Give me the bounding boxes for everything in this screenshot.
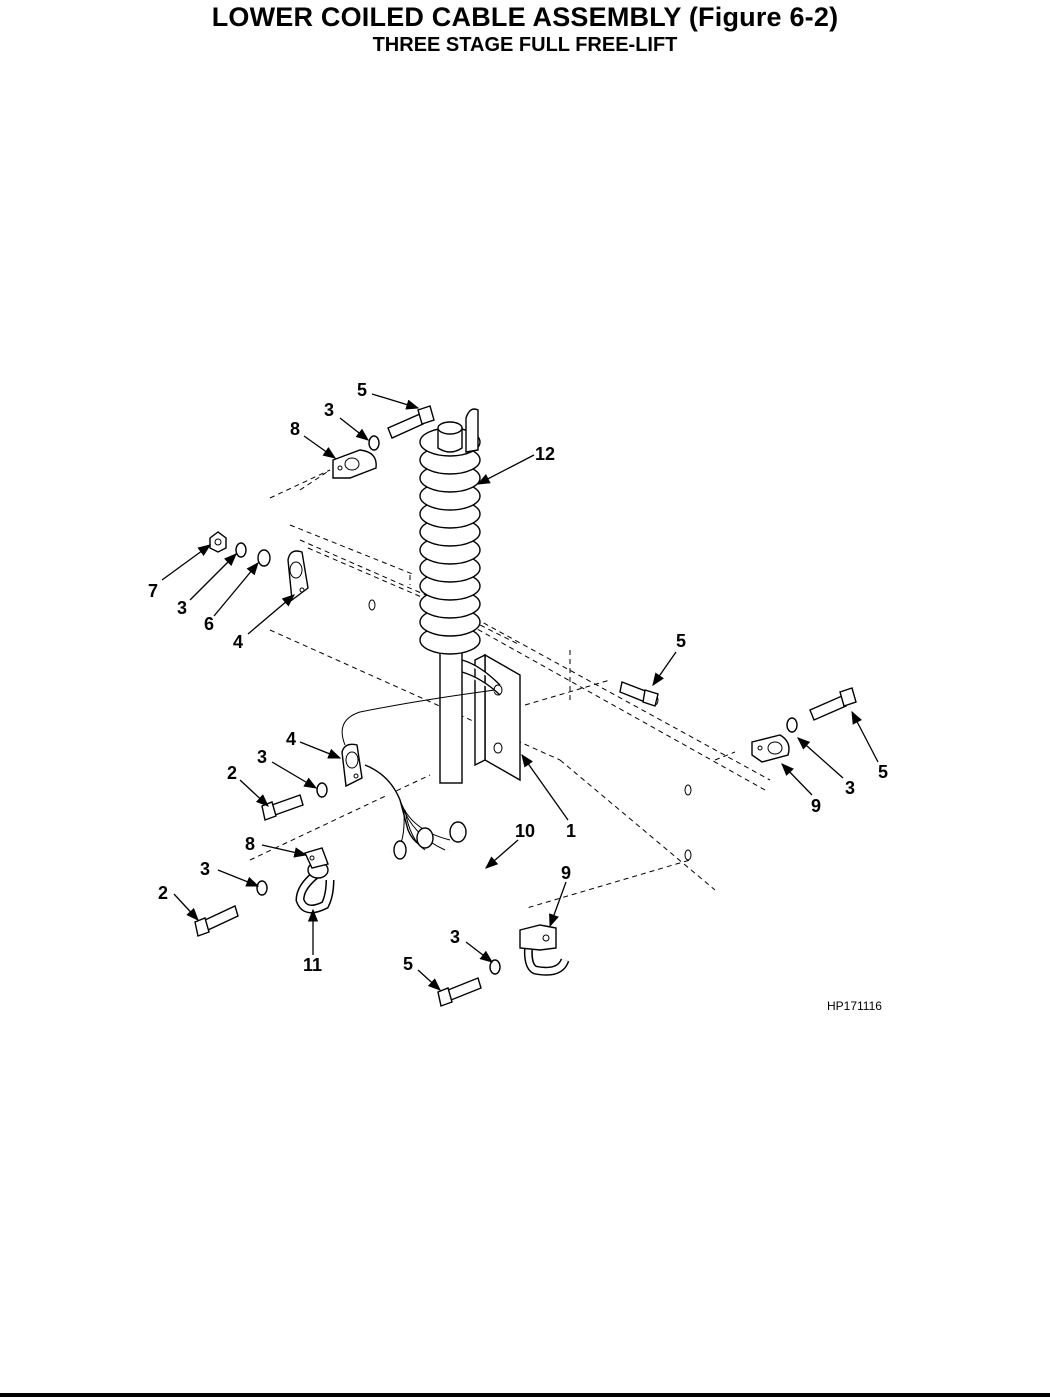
callout-label: 8 — [245, 834, 255, 854]
clamp-9-right — [751, 734, 790, 763]
callout-label: 4 — [233, 632, 243, 652]
page-title: LOWER COILED CABLE ASSEMBLY (Figure 6-2) — [211, 2, 839, 32]
bolt-5-right — [809, 687, 857, 721]
bottom-rule — [0, 1393, 1050, 1397]
washer-6 — [257, 549, 271, 567]
callout-label: 5 — [357, 380, 367, 400]
callout-label: 3 — [845, 778, 855, 798]
callout-label: 3 — [177, 598, 187, 618]
callout-label: 6 — [204, 614, 214, 634]
callout-labels: 5 3 8 12 7 3 6 4 5 4 3 2 5 3 9 1 10 8 3 … — [148, 380, 888, 975]
coiled-cable-12 — [419, 408, 501, 784]
nut-7 — [209, 531, 227, 553]
clamp-8-upper — [332, 449, 377, 479]
callout-label: 1 — [566, 821, 576, 841]
bracket-1 — [474, 653, 521, 782]
callout-label: 9 — [811, 796, 821, 816]
bolt-5-bottom — [437, 977, 482, 1007]
callout-label: 3 — [450, 927, 460, 947]
washer-3-left-mid — [316, 782, 328, 798]
washer-3-right — [786, 717, 798, 733]
callout-label: 4 — [286, 729, 296, 749]
callout-label: 3 — [200, 859, 210, 879]
drawing-id: HP171116 — [827, 999, 882, 1013]
callout-label: 2 — [227, 763, 237, 783]
cable-11 — [295, 861, 335, 914]
washer-3-bottom — [489, 959, 501, 975]
clamp-4-lower — [341, 743, 363, 788]
bolt-5-mid — [619, 681, 659, 707]
clamp-8-lower — [304, 847, 329, 869]
callout-label: 9 — [561, 863, 571, 883]
callout-label: 5 — [403, 954, 413, 974]
callout-label: 12 — [535, 444, 555, 464]
callout-label: 3 — [257, 747, 267, 767]
clamp-9-lower — [519, 924, 557, 951]
bolt-2-upper — [261, 794, 304, 821]
page-subtitle: THREE STAGE FULL FREE-LIFT — [372, 34, 678, 56]
callout-label: 5 — [676, 631, 686, 651]
callout-label: 5 — [878, 762, 888, 782]
leader-arrows — [161, 393, 879, 991]
bolt-2-lower — [194, 905, 239, 937]
callout-label: 2 — [158, 883, 168, 903]
washer-3-left-upper — [235, 542, 247, 558]
callout-label: 11 — [303, 955, 322, 975]
bolt-5-top — [387, 405, 435, 439]
callout-label: 3 — [324, 400, 334, 420]
wire-harness-10 — [309, 689, 531, 926]
coil-turns — [419, 427, 481, 655]
callout-label: 7 — [148, 581, 158, 601]
clamp-4-upper — [287, 550, 309, 602]
washer-3-top — [368, 435, 380, 451]
callout-label: 8 — [290, 419, 300, 439]
washer-3-left-lower — [256, 880, 268, 896]
callout-label: 10 — [515, 821, 535, 841]
cable-end-9 — [523, 934, 570, 976]
